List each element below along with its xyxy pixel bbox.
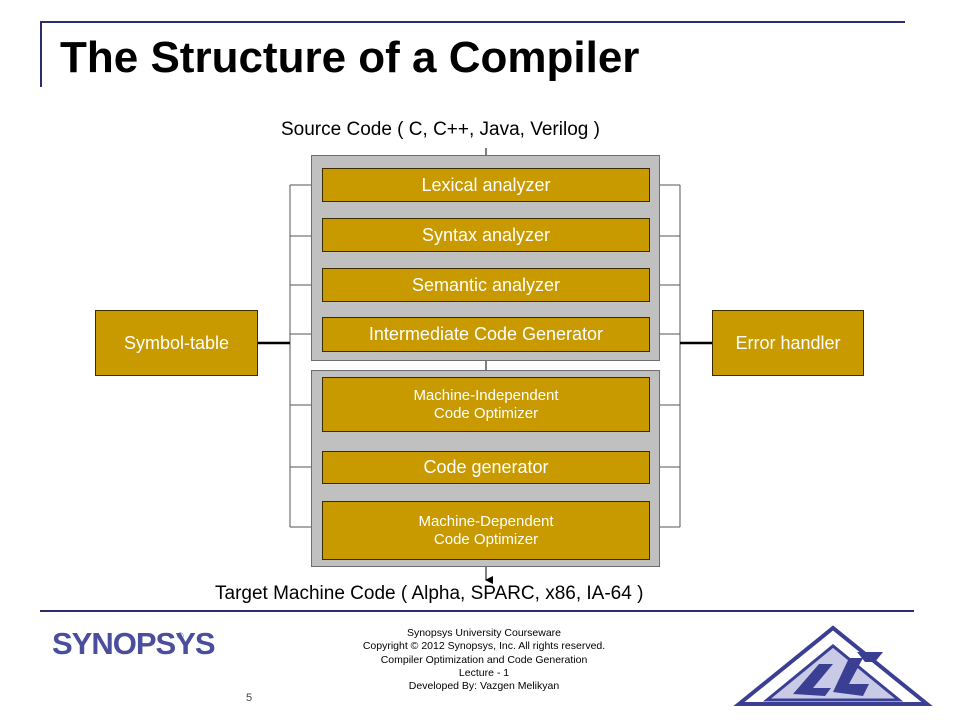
footer-line-author: Developed By: Vazgen Melikyan xyxy=(408,680,560,693)
footer-line-course: Compiler Optimization and Code Generatio… xyxy=(380,653,588,666)
source-code-label: Source Code ( C, C++, Java, Verilog ) xyxy=(281,119,600,140)
machine-independent-optimizer-line2: Code Optimizer xyxy=(433,404,539,422)
footer-line-lecture: Lecture - 1 xyxy=(458,666,510,679)
code-generator-box: Code generator xyxy=(322,451,650,484)
slide-title: The Structure of a Compiler xyxy=(60,33,640,82)
machine-independent-optimizer-line1: Machine-Independent xyxy=(413,387,559,405)
synopsys-logo: SYNOPSYS xyxy=(52,626,216,661)
semantic-analyzer-box: Semantic analyzer xyxy=(322,268,650,302)
footer-credits: Synopsys University Courseware Copyright… xyxy=(300,627,668,693)
intermediate-code-generator-box: Intermediate Code Generator xyxy=(322,317,650,352)
lexical-analyzer-box: Lexical analyzer xyxy=(322,168,650,202)
title-rule-top xyxy=(40,21,905,23)
machine-dependent-optimizer-line1: Machine-Dependent xyxy=(418,513,554,531)
symbol-table-box: Symbol-table xyxy=(95,310,258,376)
footer-line-courseware: Synopsys University Courseware xyxy=(406,627,562,639)
machine-dependent-optimizer-line2: Code Optimizer xyxy=(433,530,539,548)
target-code-label: Target Machine Code ( Alpha, SPARC, x86,… xyxy=(215,583,644,604)
page-number: 5 xyxy=(246,692,253,704)
machine-dependent-optimizer-box: Machine-Dependent Code Optimizer xyxy=(322,501,650,560)
footer-rule xyxy=(40,610,914,612)
registered-mark-icon: ® xyxy=(177,631,184,641)
machine-independent-optimizer-box: Machine-Independent Code Optimizer xyxy=(322,377,650,432)
syntax-analyzer-box: Syntax analyzer xyxy=(322,218,650,252)
error-handler-box: Error handler xyxy=(712,310,864,376)
title-rule-left xyxy=(40,21,42,87)
footer-line-copyright: Copyright © 2012 Synopsys, Inc. All righ… xyxy=(362,640,606,653)
university-emblem-icon xyxy=(733,625,933,706)
